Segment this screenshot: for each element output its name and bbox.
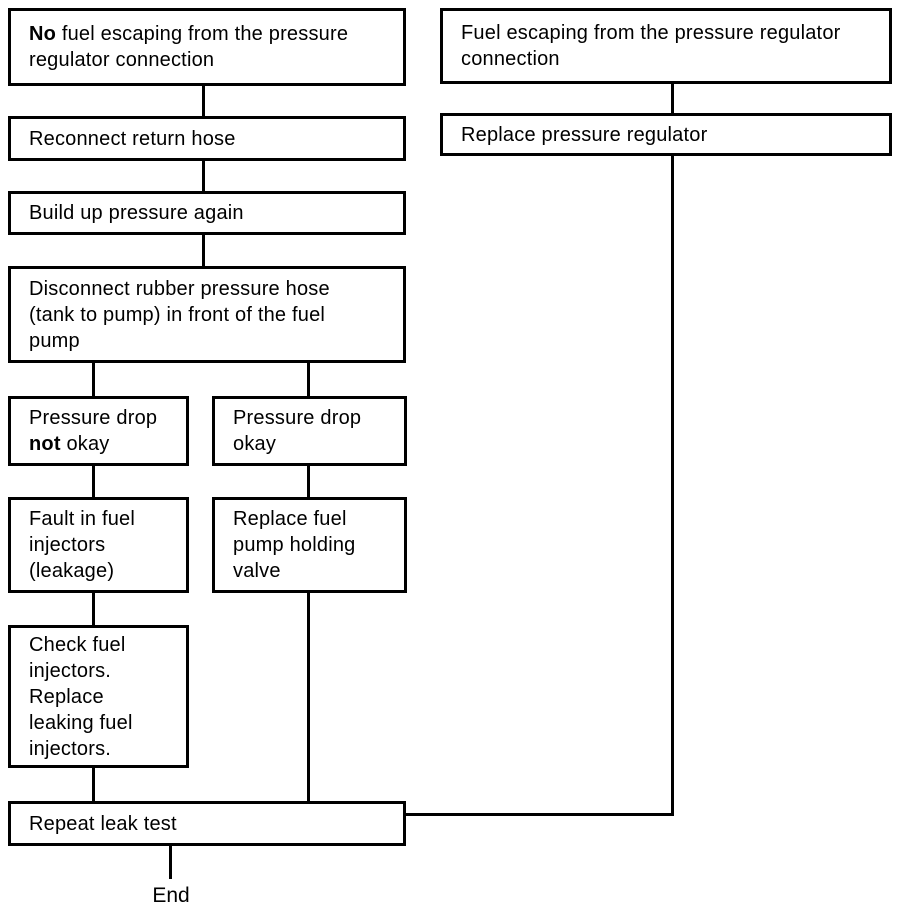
connector-disconnect-to-okay	[307, 363, 310, 396]
connector-replace-valve-to-repeat	[307, 593, 310, 801]
node-label: Fuel escaping from the pressure regulato…	[461, 22, 841, 70]
node-label: Check fuel injectors. Replace leaking fu…	[29, 633, 133, 760]
connector-replace-regulator-down	[671, 156, 674, 816]
connector-disconnect-to-not-okay	[92, 363, 95, 396]
connector-fault-to-check	[92, 593, 95, 625]
node-label: Reconnect return hose	[29, 127, 236, 150]
node-build-up-pressure: Build up pressure again	[8, 191, 406, 235]
end-label: End	[152, 884, 190, 907]
node-pressure-drop-not-okay: Pressure drop not okay	[8, 396, 189, 466]
node-label-rest: fuel escaping from the pressure regulato…	[29, 23, 349, 71]
node-reconnect-return-hose: Reconnect return hose	[8, 116, 406, 161]
node-label-bold: not	[29, 433, 61, 455]
node-label: Replace pressure regulator	[461, 123, 708, 146]
node-label-bold: No	[29, 23, 57, 45]
node-replace-fuel-pump-holding-valve: Replace fuel pump holding valve	[212, 497, 407, 593]
connector-fuel-escaping-to-replace-regulator	[671, 84, 674, 113]
connector-okay-to-replace-valve	[307, 466, 310, 497]
node-label: Fault in fuel injectors (leakage)	[29, 508, 135, 582]
connector-regulator-to-repeat	[406, 813, 674, 816]
connector-no-fuel-to-reconnect	[202, 86, 205, 116]
node-fault-in-fuel-injectors: Fault in fuel injectors (leakage)	[8, 497, 189, 593]
node-check-fuel-injectors: Check fuel injectors. Replace leaking fu…	[8, 625, 189, 768]
connector-build-up-to-disconnect	[202, 235, 205, 266]
node-label: Repeat leak test	[29, 812, 177, 835]
node-pressure-drop-okay: Pressure drop okay	[212, 396, 407, 466]
node-no-fuel-escaping: No fuel escaping from the pressure regul…	[8, 8, 406, 86]
node-label-pre: Pressure drop	[29, 407, 158, 429]
node-repeat-leak-test: Repeat leak test	[8, 801, 406, 846]
node-label: Pressure drop okay	[233, 407, 362, 455]
node-label: Pressure drop not okay	[29, 405, 157, 457]
connector-not-okay-to-fault	[92, 466, 95, 497]
connector-check-to-repeat	[92, 768, 95, 801]
connector-repeat-to-end	[169, 846, 172, 879]
node-fuel-escaping: Fuel escaping from the pressure regulato…	[440, 8, 892, 84]
connector-reconnect-to-build-up	[202, 161, 205, 191]
node-label: No fuel escaping from the pressure regul…	[29, 21, 348, 73]
node-label: Disconnect rubber pressure hose (tank to…	[29, 277, 330, 352]
node-label: Replace fuel pump holding valve	[233, 508, 356, 582]
node-label-post: okay	[60, 433, 110, 455]
node-replace-pressure-regulator: Replace pressure regulator	[440, 113, 892, 156]
node-label: Build up pressure again	[29, 202, 244, 224]
node-disconnect-pressure-hose: Disconnect rubber pressure hose (tank to…	[8, 266, 406, 363]
